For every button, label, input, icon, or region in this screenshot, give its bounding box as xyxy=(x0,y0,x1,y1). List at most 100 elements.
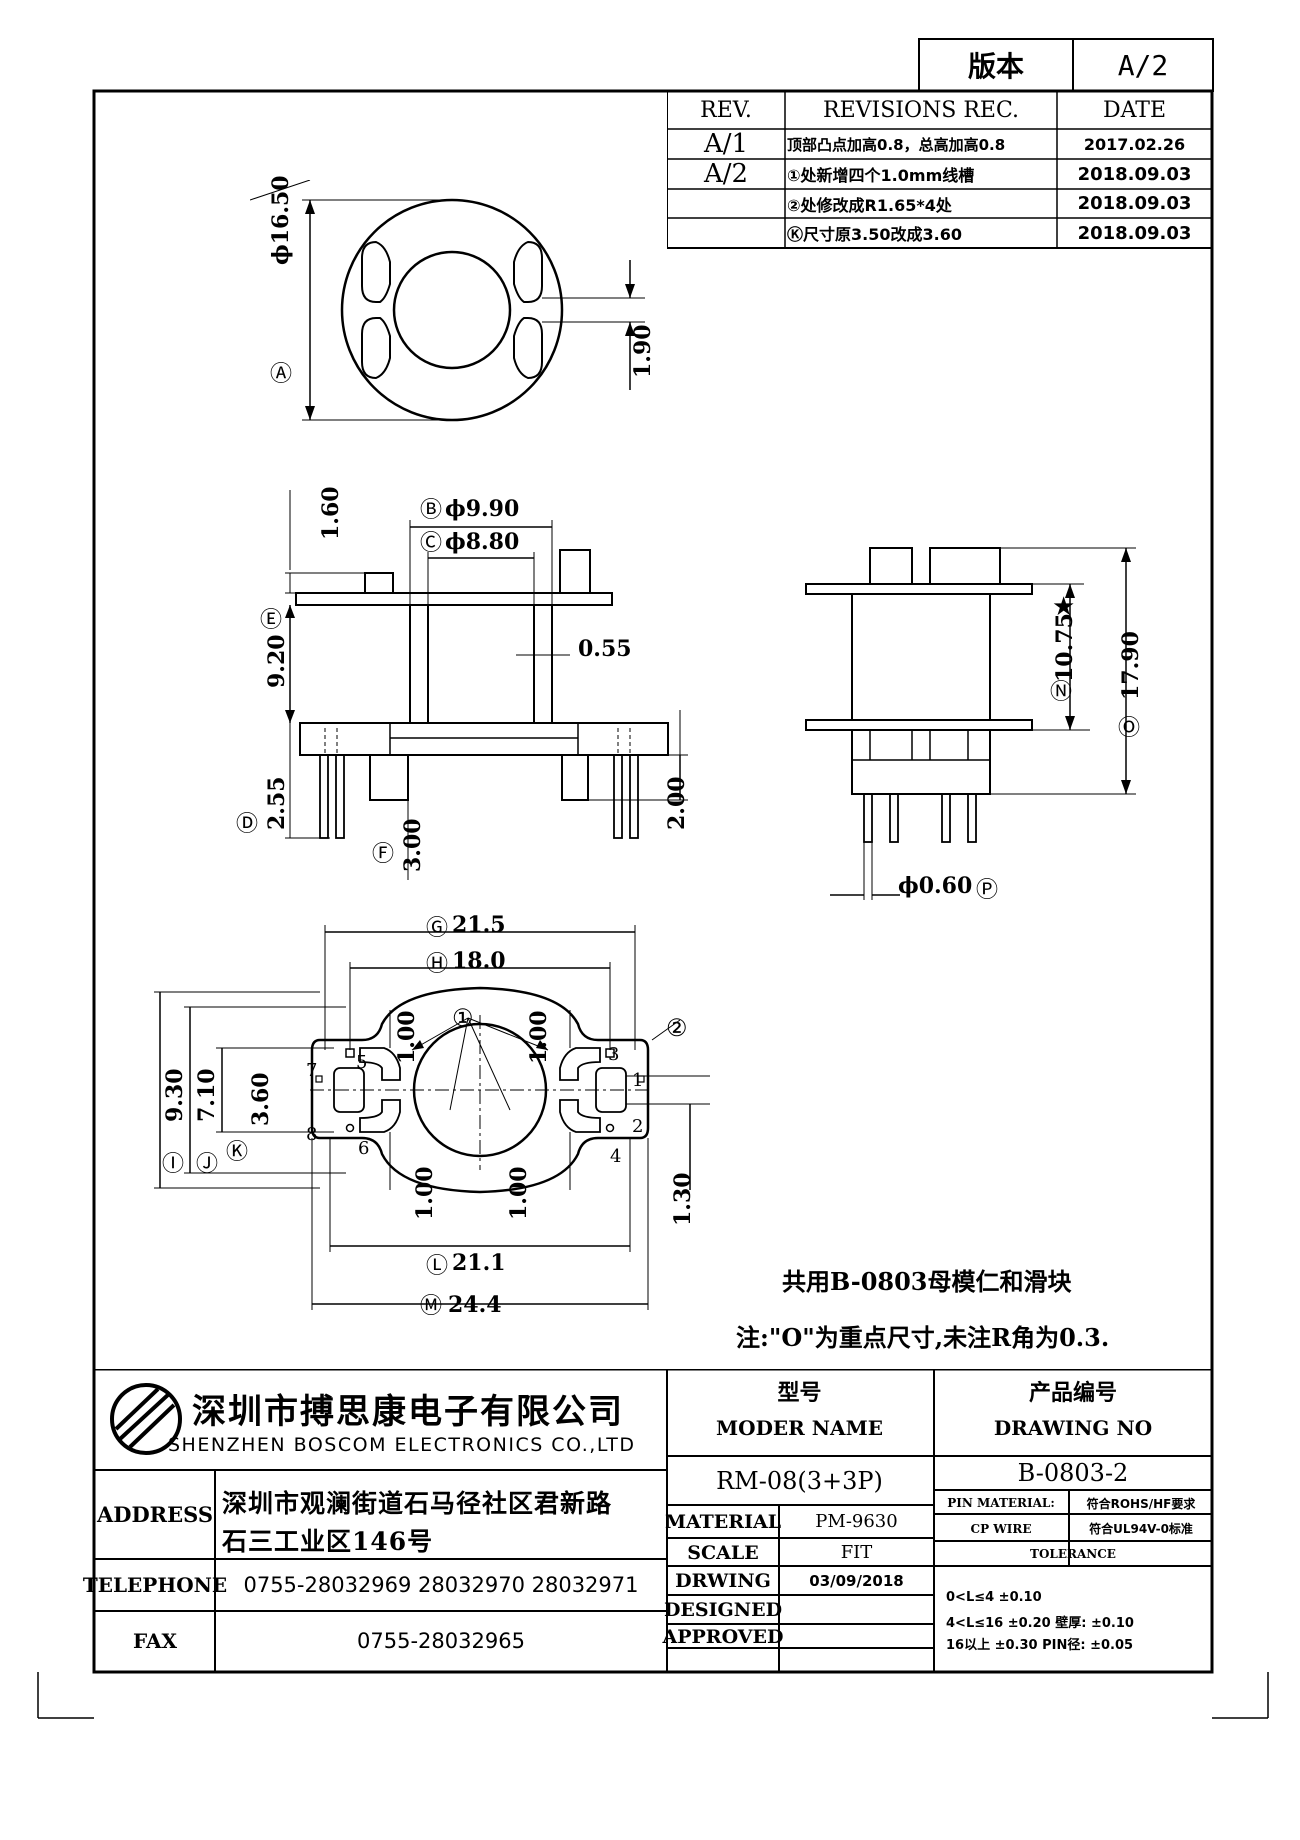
rev-cell: A/1 xyxy=(703,129,749,159)
dim-o-17-90: 17.90 xyxy=(1118,631,1144,700)
telephone-label: TELEPHONE xyxy=(82,1573,228,1597)
dim-n-10-75: 10.75 xyxy=(1052,613,1078,682)
company-name-cn: 深圳市搏思康电子有限公司 xyxy=(192,1392,624,1432)
label-d: Ⓓ xyxy=(236,812,259,837)
dim-d-2-55: 2.55 xyxy=(264,776,290,830)
version-value: A/2 xyxy=(1117,48,1169,82)
drwing-value: 03/09/2018 xyxy=(809,1572,904,1590)
cp-wire-value: 符合UL94V-0标准 xyxy=(1089,1522,1193,1536)
rec-cell: ①处新增四个1.0mm线槽 xyxy=(787,166,975,185)
tolerance-line-1: 0<L≤4 ±0.10 xyxy=(946,1590,1042,1605)
material-label: MATERIAL xyxy=(664,1510,782,1533)
fax-label: FAX xyxy=(132,1629,178,1653)
dim-c-8-80: ϕ8.80 xyxy=(445,529,520,555)
dim-m-24-4: 24.4 xyxy=(448,1292,502,1318)
date-header: DATE xyxy=(1102,98,1167,123)
label-m: Ⓜ xyxy=(420,1294,443,1319)
dim-i-9-30: 9.30 xyxy=(162,1068,188,1122)
date-cell: 2018.09.03 xyxy=(1077,193,1192,214)
drawing-number-value: B-0803-2 xyxy=(1017,1459,1129,1487)
key-dimension-star: ★ xyxy=(1052,592,1076,622)
dim-j-7-10: 7.10 xyxy=(194,1068,220,1122)
date-cell: 2018.09.03 xyxy=(1077,163,1192,185)
pin-number: 5 xyxy=(356,1052,368,1073)
tolerance-line-2: 4<L≤16 ±0.20 壁厚: ±0.10 xyxy=(946,1616,1134,1631)
fax-value: 0755-28032965 xyxy=(357,1629,525,1653)
address-label: ADDRESS xyxy=(96,1502,214,1527)
side-view xyxy=(805,547,1136,900)
cp-wire-label: CP WIRE xyxy=(970,1521,1032,1536)
rev-header: REV. xyxy=(700,98,752,123)
dim-b-9-90: ϕ9.90 xyxy=(445,496,520,522)
pin-material-label: PIN MATERIAL: xyxy=(947,1496,1055,1510)
shared-mold-note: 共用B-0803母模仁和滑块 xyxy=(782,1267,1072,1296)
dim-slot-width: 1.00 xyxy=(394,1010,420,1064)
rev-cell xyxy=(667,218,785,248)
model-label-cn: 型号 xyxy=(777,1380,822,1406)
pin-number: 3 xyxy=(608,1044,620,1065)
label-o: Ⓞ xyxy=(1118,716,1141,741)
rev-cell xyxy=(667,189,785,218)
dim-f-3-00: 3.00 xyxy=(400,818,426,872)
front-view xyxy=(285,490,688,880)
label-h: Ⓗ xyxy=(426,952,449,977)
dim-g-21-5: 21.5 xyxy=(452,912,506,938)
note-1-marker: ① xyxy=(452,1004,474,1032)
dim-diameter-16-50: ϕ16.50 xyxy=(268,175,294,265)
label-n: Ⓝ xyxy=(1050,680,1073,705)
dim-pad-1-30: 1.30 xyxy=(670,1172,696,1226)
dim-slot-width: 1.00 xyxy=(526,1010,552,1064)
label-c: Ⓒ xyxy=(420,531,443,556)
pin-number: 2 xyxy=(632,1116,644,1137)
pin-material-value: 符合ROHS/HF要求 xyxy=(1086,1496,1196,1511)
model-label-en: MODER NAME xyxy=(716,1416,883,1440)
company-name-en: SHENZHEN BOSCOM ELECTRONICS CO.,LTD xyxy=(168,1434,636,1456)
telephone-value: 0755-28032969 28032970 28032971 xyxy=(243,1573,639,1597)
drawing-label-en: DRAWING NO xyxy=(993,1416,1153,1440)
label-k: Ⓚ xyxy=(226,1140,249,1165)
label-g: Ⓖ xyxy=(426,916,449,941)
model-name-value: RM-08(3+3P) xyxy=(716,1467,883,1495)
scale-value: FIT xyxy=(840,1542,873,1563)
material-value: PM-9630 xyxy=(815,1511,898,1532)
approved-label: APPROVED xyxy=(662,1626,784,1648)
pin-number: 1 xyxy=(632,1070,644,1091)
rec-cell: ②处修改成R1.65*4处 xyxy=(787,195,952,215)
dim-top-bump: 1.60 xyxy=(318,486,344,540)
scale-label: SCALE xyxy=(687,1541,759,1564)
rev-cell: A/2 xyxy=(703,159,749,189)
drwing-label: DRWING xyxy=(675,1570,771,1592)
label-a: Ⓐ xyxy=(270,362,293,387)
label-p: Ⓟ xyxy=(976,878,999,903)
pin-number: 7 xyxy=(306,1060,318,1081)
tolerance-label: TOLERANCE xyxy=(1030,1547,1116,1561)
drawing-label-cn: 产品编号 xyxy=(1028,1380,1117,1406)
label-j: Ⓙ xyxy=(196,1152,219,1177)
top-view xyxy=(250,180,645,422)
address-line-1: 深圳市观澜街道石马径社区君新路 xyxy=(222,1489,613,1518)
pin-number: 4 xyxy=(610,1146,622,1167)
dim-pin-2-00: 2.00 xyxy=(664,776,690,830)
rec-cell: 顶部凸点加高0.8，总高加高0.8 xyxy=(787,135,1006,154)
label-b: Ⓑ xyxy=(420,498,443,523)
date-cell: 2018.09.03 xyxy=(1077,222,1192,244)
dim-h-18-0: 18.0 xyxy=(452,948,506,974)
tolerance-line-3: 16以上 ±0.30 PIN径: ±0.05 xyxy=(946,1638,1134,1653)
address-line-2: 石三工业区146号 xyxy=(222,1527,434,1556)
label-e: Ⓔ xyxy=(260,608,283,633)
dim-l-21-1: 21.1 xyxy=(452,1250,506,1276)
note-2-marker: ② xyxy=(666,1014,688,1042)
dim-k-3-60: 3.60 xyxy=(248,1072,274,1126)
pin-number: 6 xyxy=(358,1138,370,1159)
remark-note: 注:"O"为重点尺寸,未注R角为0.3. xyxy=(736,1323,1110,1352)
rec-cell: Ⓚ尺寸原3.50改成3.60 xyxy=(787,225,962,244)
version-label: 版本 xyxy=(967,50,1024,83)
revision-table xyxy=(667,91,1213,249)
designed-label: DESIGNED xyxy=(663,1599,783,1621)
dim-slot-1-90: 1.90 xyxy=(630,324,656,378)
dim-e-9-20: 9.20 xyxy=(264,634,290,688)
dim-slot-width: 1.00 xyxy=(412,1166,438,1220)
dim-wall-0-55: 0.55 xyxy=(578,636,632,662)
bottom-view xyxy=(154,925,710,1310)
